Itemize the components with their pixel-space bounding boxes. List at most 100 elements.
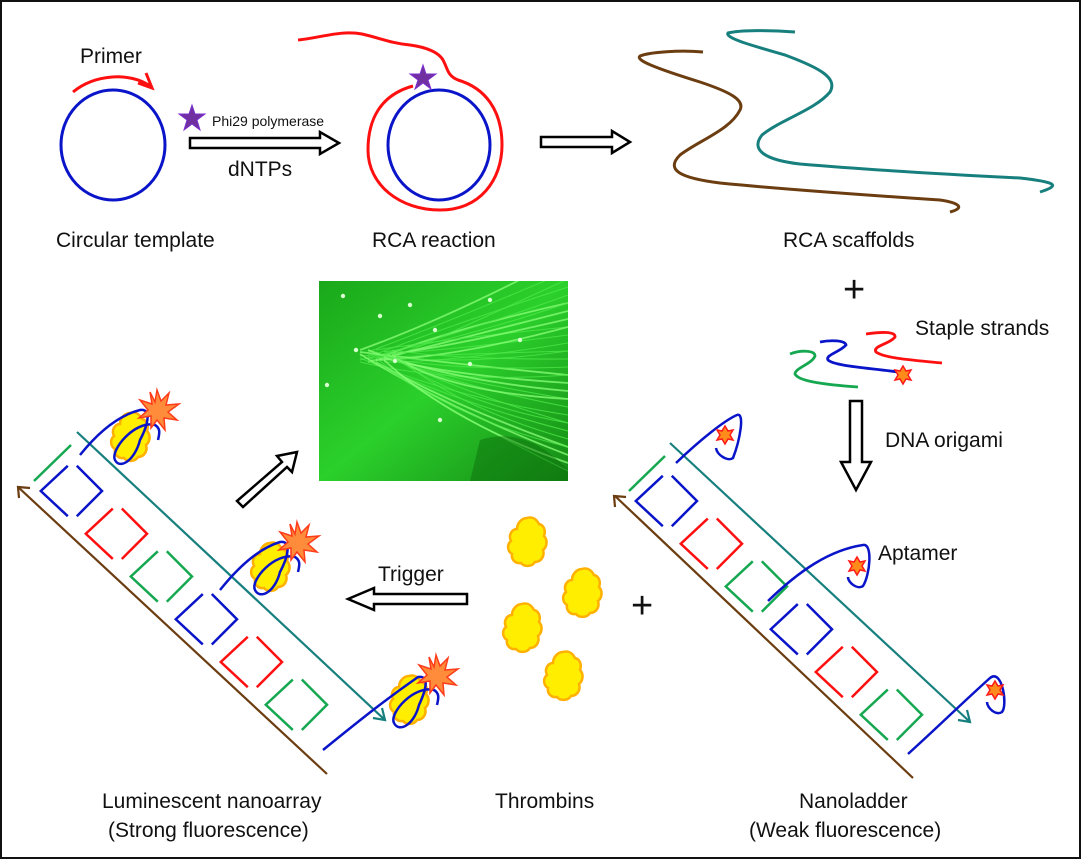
dntps-label: dNTPs [228, 158, 292, 181]
fluorescent-spot [353, 347, 359, 353]
bound-complex [322, 654, 459, 751]
circular-template-label: Circular template [56, 229, 215, 252]
fluorescent-spot [340, 293, 346, 299]
fluorescence-micrograph [319, 281, 568, 481]
fluorescent-fiber [375, 326, 568, 351]
ladder-arrowhead-icon [612, 494, 627, 508]
luminescent-nanoarray [16, 389, 459, 775]
bound-aptamer-loop [322, 675, 440, 751]
fluorescent-spot [407, 302, 413, 308]
rca-reaction-diagram [297, 31, 504, 212]
ladder-rung-right [210, 593, 239, 646]
ladder-scaffold-brown [614, 495, 914, 779]
ladder-rung-left [813, 645, 844, 699]
primer-strand [72, 75, 151, 94]
rca-reaction-label: RCA reaction [372, 229, 496, 252]
dna-origami-arrow-icon [838, 399, 874, 493]
fluorescent-spot [487, 297, 493, 303]
fluorescent-spot [432, 327, 438, 333]
rca-polymerase-star-icon [408, 63, 438, 91]
bound-aptamer-loop [79, 408, 161, 466]
array-arrowhead-icon [372, 707, 387, 722]
staple-fluorophore-icon [894, 365, 912, 385]
ladder-rung-left [723, 560, 754, 613]
rca-scaffolds-label: RCA scaffolds [783, 229, 915, 252]
ladder-rung-right [760, 560, 789, 613]
ladder-staple-stub [628, 455, 666, 492]
dna-origami-label: DNA origami [885, 429, 1003, 452]
thrombins-label: Thrombins [495, 790, 594, 813]
staple-red [865, 331, 943, 365]
ladder-arrowhead-icon [957, 709, 972, 724]
nanoarray-label: Luminescent nanoarray [102, 790, 322, 813]
ladder-rung-right [255, 635, 284, 689]
aptamer-loop [675, 413, 743, 464]
ladder-rung-right [670, 474, 699, 528]
phi29-polymerase-star-icon [177, 103, 207, 132]
staple-green [789, 349, 859, 389]
trigger-label: Trigger [378, 563, 444, 586]
scaffold-strand-teal [726, 29, 1054, 194]
ladder-rung-right [715, 517, 744, 570]
aptamer-loop [767, 543, 871, 602]
ladder-rung-left [83, 507, 114, 560]
thrombin-icon [542, 650, 584, 702]
bound-aptamer-loop [219, 540, 301, 596]
ladder-scaffold-teal [669, 442, 971, 723]
scaffold-strand-brown [637, 49, 961, 214]
nanoarray-sublabel: (Strong fluorescence) [108, 819, 309, 842]
phi29-polymerase-label: Phi29 polymerase [212, 113, 324, 129]
aptamer-fluorophore-icon [716, 425, 734, 445]
fluorescent-fiber [391, 351, 568, 440]
staple-blue [819, 339, 899, 374]
micrograph-shadow [470, 436, 568, 481]
fluorescent-spot [517, 337, 523, 343]
staple-strands [789, 331, 943, 389]
ladder-rung-right [120, 507, 149, 560]
fluorescent-fiber [391, 349, 568, 360]
ladder-rung-left [633, 474, 664, 528]
ladder-rung-right [165, 550, 194, 603]
rca-template-circle [386, 88, 492, 202]
ladder-rung-right [850, 645, 879, 699]
fluorescent-fiber [359, 281, 520, 351]
fluorescent-fiber [375, 357, 568, 448]
ladder-rung-right [75, 464, 104, 518]
fluorescent-fiber [383, 349, 568, 424]
trigger-arrow-icon [344, 586, 469, 612]
fluorescent-spot [437, 417, 443, 423]
ladder-rung-left [173, 593, 204, 646]
thrombin-icon [561, 567, 603, 619]
fluorescent-fiber [383, 359, 568, 464]
thrombins [501, 516, 603, 702]
template-circle [59, 88, 167, 202]
plus-sign-scaffold-staple: + [843, 269, 865, 311]
nanoladder [612, 413, 1006, 779]
rca-scaffolds [637, 29, 1054, 214]
ladder-rung-left [263, 678, 294, 731]
aptamer-loop [907, 675, 1006, 755]
nanoladder-sublabel: (Weak fluorescence) [749, 819, 941, 842]
plus-sign-thrombin-ladder: + [631, 585, 653, 627]
aptamer-label: Aptamer [878, 542, 957, 565]
fluorescent-spot [467, 361, 473, 367]
ladder-rung-right [300, 678, 329, 731]
primer-label: Primer [80, 45, 142, 68]
to-micrograph-arrow-icon [235, 450, 299, 509]
ladder-rung-left [678, 517, 709, 570]
circular-template [59, 72, 167, 202]
fluorescent-spot [324, 382, 330, 388]
array-staple-stub [33, 444, 72, 482]
ladder-rung-right [895, 688, 924, 741]
aptamer-fluorophore-icon [848, 556, 866, 576]
fluorescent-fiber [367, 281, 546, 353]
fluorescent-fiber [359, 353, 568, 456]
ladder-rung-left [218, 635, 249, 689]
staple-strands-label: Staple strands [915, 317, 1049, 340]
fluorescent-spot [392, 358, 398, 364]
thrombin-icon [506, 516, 548, 568]
thrombin-icon [501, 602, 543, 654]
array-scaffold-brown [17, 486, 328, 775]
